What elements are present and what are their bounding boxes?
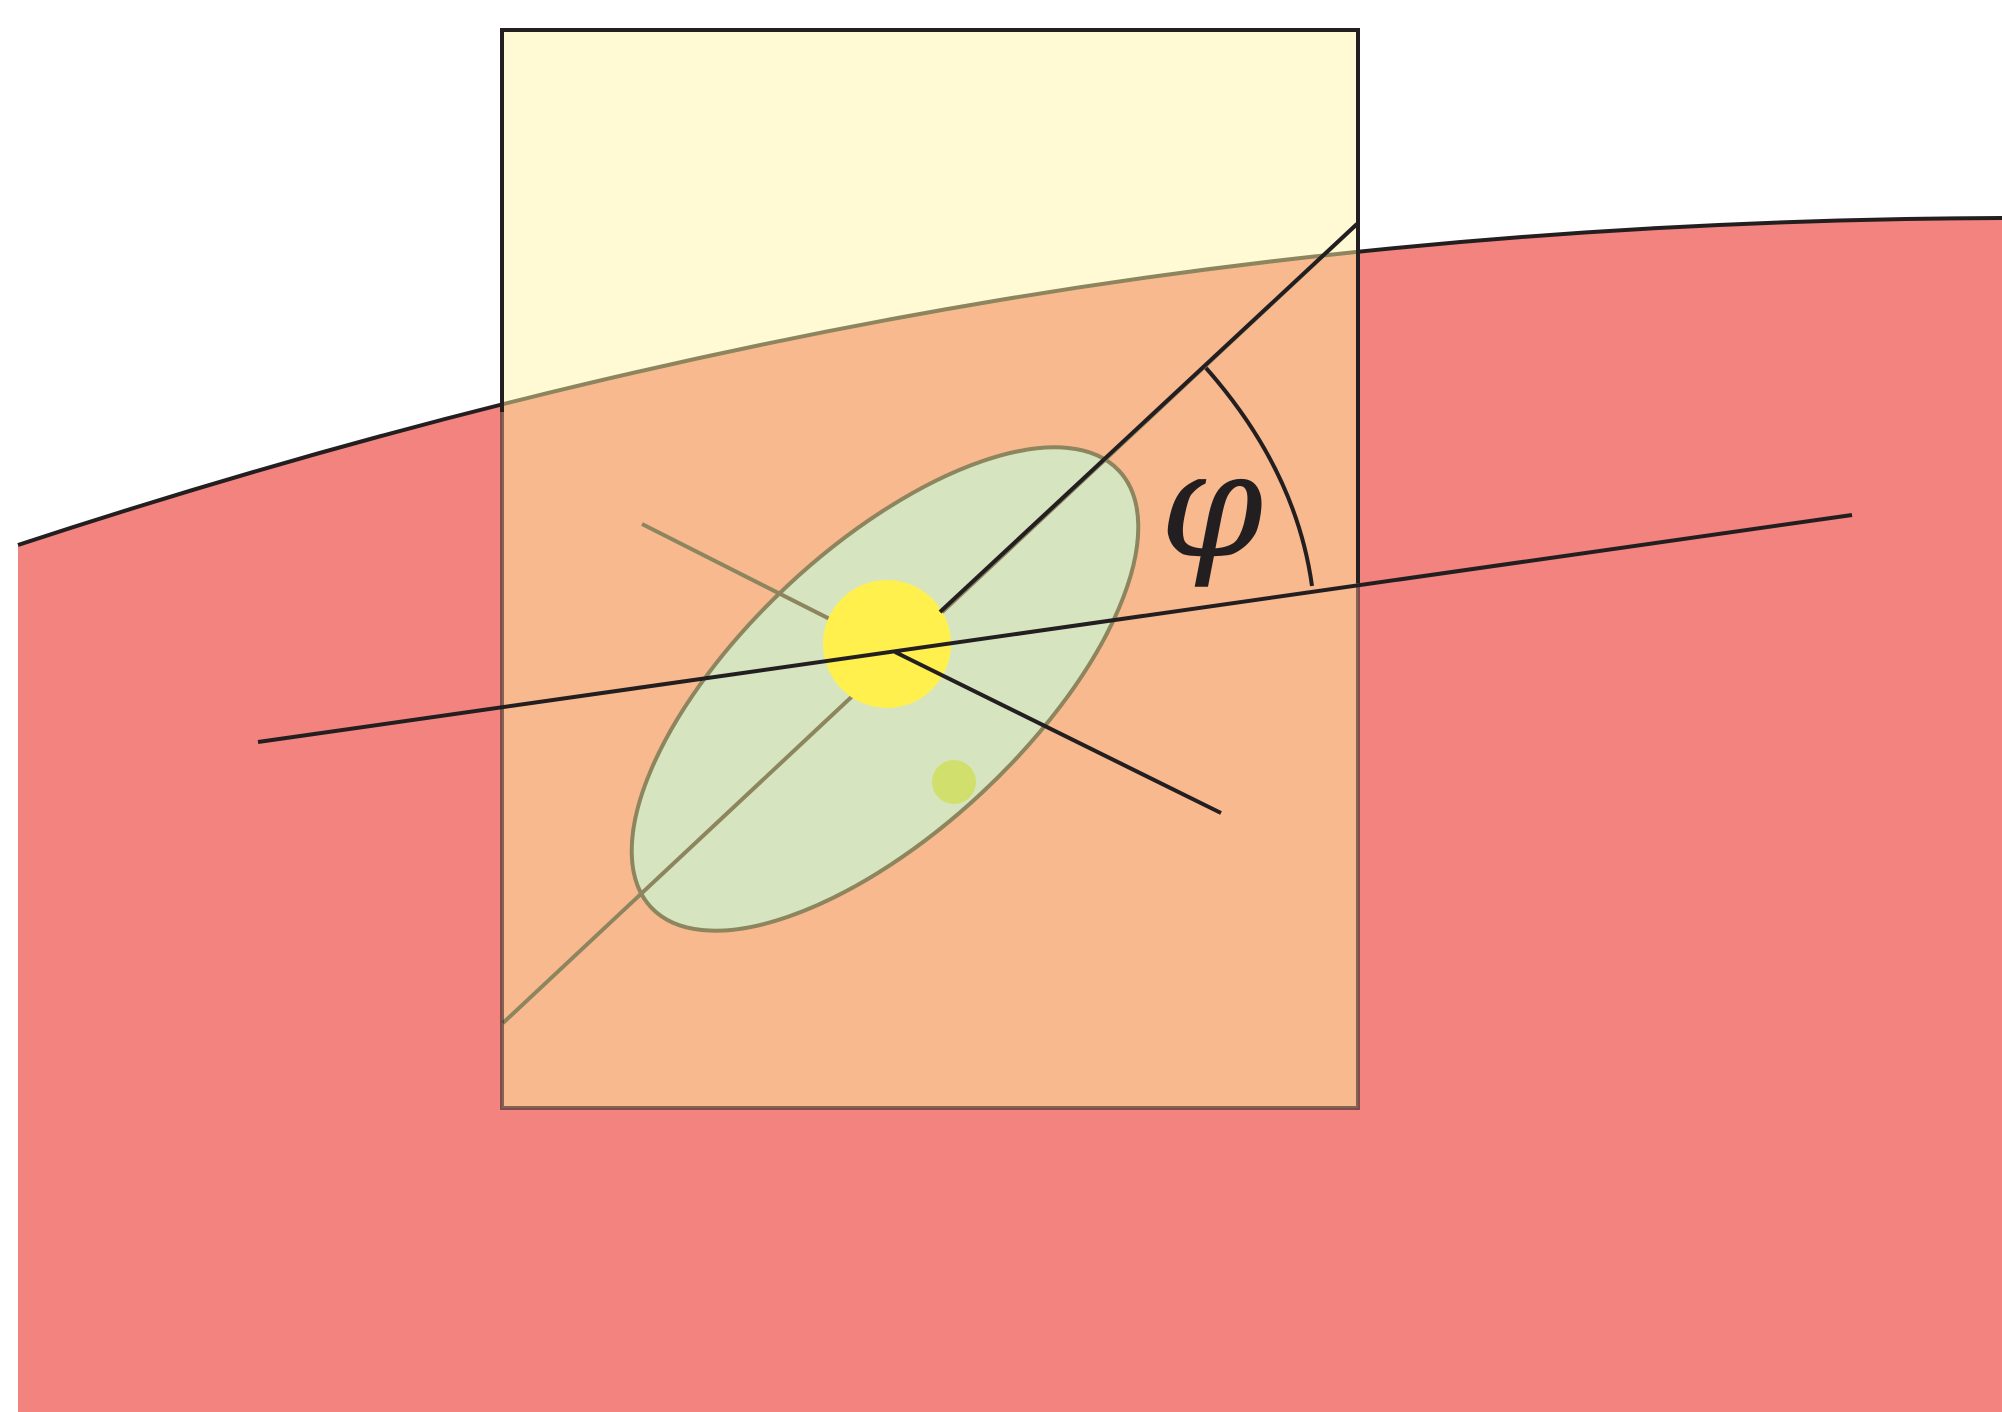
plane-border-top [500,28,1360,412]
disk-plane-line [257,513,1853,744]
disk-edge [17,216,2002,547]
angle-arc [1204,366,1314,587]
orbit-major-axis-front [938,222,1359,614]
green-dot [932,760,976,804]
perpendicular-axis [894,650,1222,815]
angle-label: φ [1160,419,1264,591]
disk [18,218,2002,1412]
sun [823,580,951,708]
